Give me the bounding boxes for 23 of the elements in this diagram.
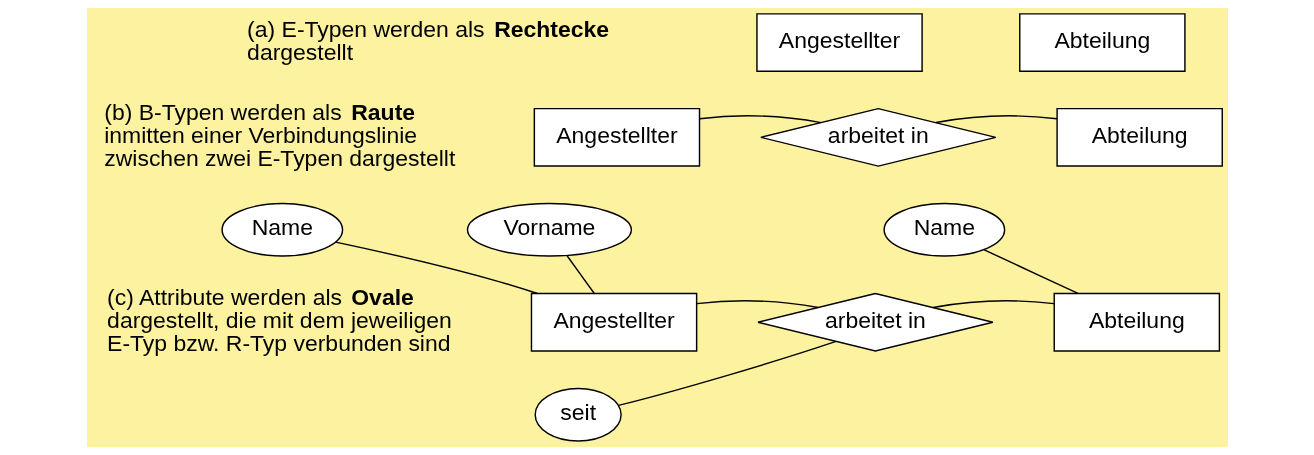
node-diamond: arbeitet in <box>756 292 994 352</box>
label: (b) B-Typen werden als Raute inmitten einer Verbindungslinie zwischen zwei E-Typen dargestellt <box>103 98 455 171</box>
node-box: Angestellter <box>755 13 923 72</box>
node-ellipse: Name <box>220 202 343 257</box>
node-box: Abteilung <box>1055 107 1223 167</box>
connector <box>565 255 595 294</box>
connector <box>698 115 822 124</box>
node-box: Angestellter <box>533 107 700 167</box>
node-ellipse: Name <box>882 202 1005 257</box>
label: (a) E-Typen werden als Rechtecke dargestellt <box>246 15 609 65</box>
connector <box>931 300 1055 309</box>
node-ellipse: Vorname <box>466 202 632 257</box>
node-diamond: arbeitet in <box>759 107 996 167</box>
connector <box>695 300 819 309</box>
node-ellipse: seit <box>534 387 622 442</box>
label: (c) Attribute werden als Ovale dargestellt, die mit dem jeweiligen E-Typ bzw. R-Typ verbunden sind <box>106 283 452 356</box>
connector <box>617 340 837 407</box>
node-box: Abteilung <box>1018 13 1186 72</box>
connector <box>934 115 1058 124</box>
connector <box>983 249 1079 295</box>
node-box: Angestellter <box>530 292 697 352</box>
node-box: Abteilung <box>1053 292 1220 352</box>
connector <box>334 241 538 295</box>
